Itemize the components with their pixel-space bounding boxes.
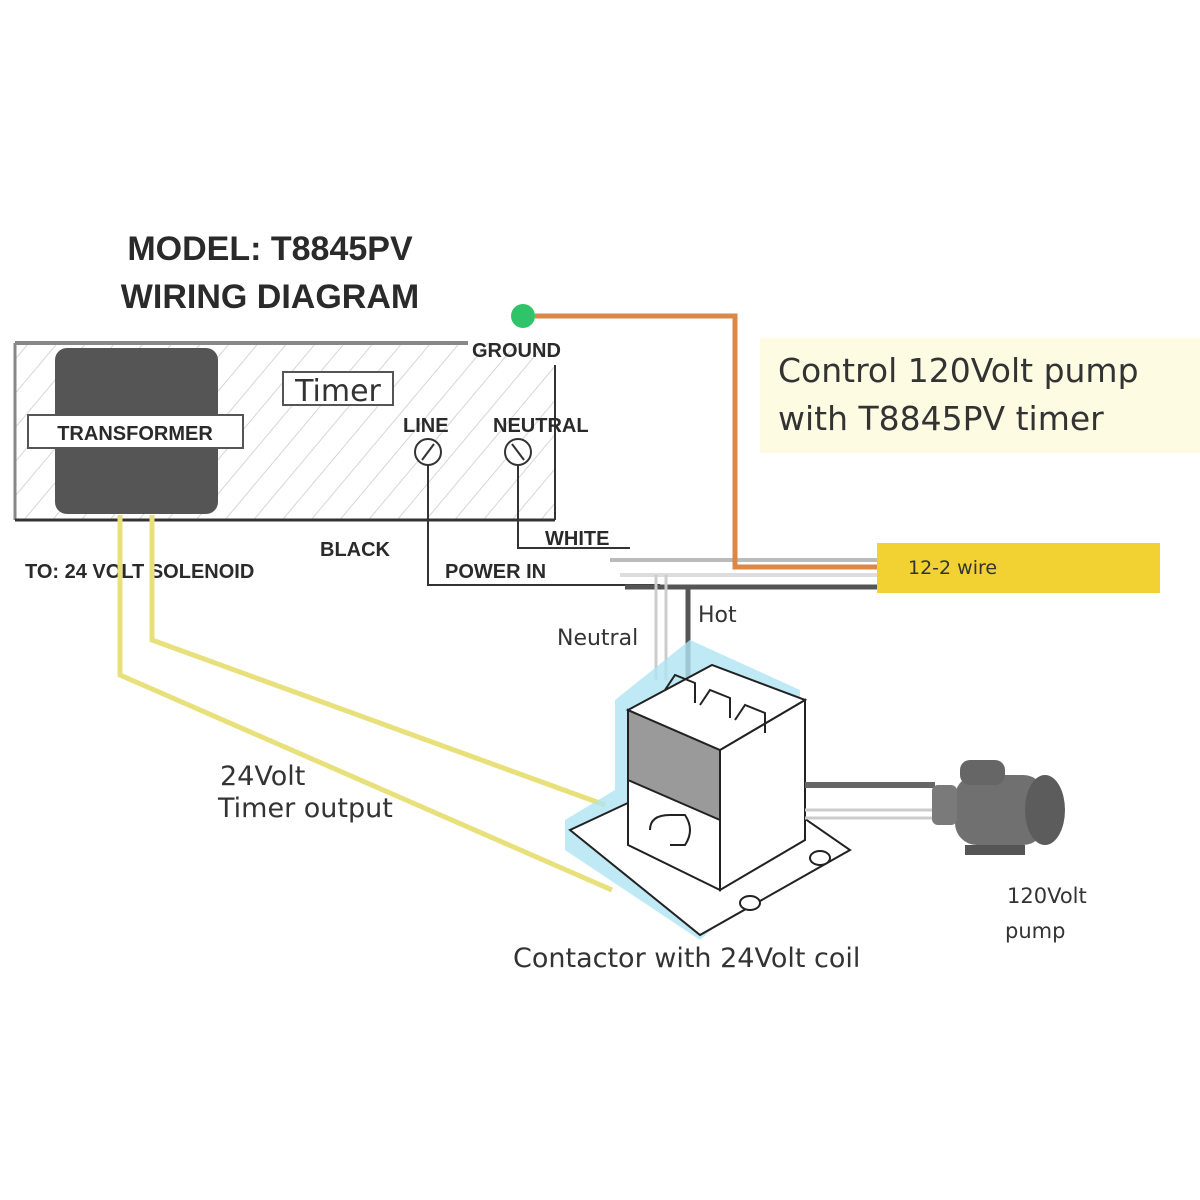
timer-label: Timer [294, 374, 381, 409]
power-wires [427, 465, 880, 690]
callout-line2: with T8845PV timer [778, 399, 1104, 438]
neutral-terminal-icon [504, 438, 532, 466]
pump-wires [805, 782, 935, 820]
black-wire-label: BLACK [320, 539, 391, 561]
pump-label-line2: pump [1005, 919, 1065, 943]
ground-terminal-icon [511, 304, 535, 328]
ground-wire-orange [535, 313, 880, 570]
solenoid-label: TO: 24 VOLT SOLENOID [25, 561, 254, 583]
pump-motor-icon [932, 760, 1065, 855]
timer-label-box [282, 371, 394, 406]
line-terminal-label: LINE [403, 415, 449, 437]
ground-label: GROUND [472, 340, 561, 362]
white-wire-label: WHITE [545, 528, 609, 550]
transformer-label: TRANSFORMER [57, 423, 213, 445]
diagram-title-model: MODEL: T8845PV [127, 230, 413, 268]
contactor-icon [565, 640, 852, 940]
output-label-line2: Timer output [217, 793, 393, 824]
cable-12-2 [877, 543, 1160, 593]
callout-line1: Control 120Volt pump [778, 351, 1139, 390]
power-in-label: POWER IN [445, 561, 546, 583]
line-terminal-icon [414, 438, 442, 466]
output-label-line1: 24Volt [220, 761, 305, 792]
pump-label-line1: 120Volt [1007, 884, 1087, 908]
neutral-wire-label: Neutral [557, 626, 638, 651]
transformer-label-box [27, 414, 244, 449]
callout-highlight [760, 338, 1200, 453]
timer-output-wires [117, 515, 614, 893]
hot-label: Hot [698, 603, 737, 628]
cable-label: 12-2 wire [908, 557, 997, 579]
diagram-title-wiring: WIRING DIAGRAM [121, 278, 419, 316]
neutral-terminal-label: NEUTRAL [493, 415, 589, 437]
contactor-label: Contactor with 24Volt coil [513, 943, 860, 974]
